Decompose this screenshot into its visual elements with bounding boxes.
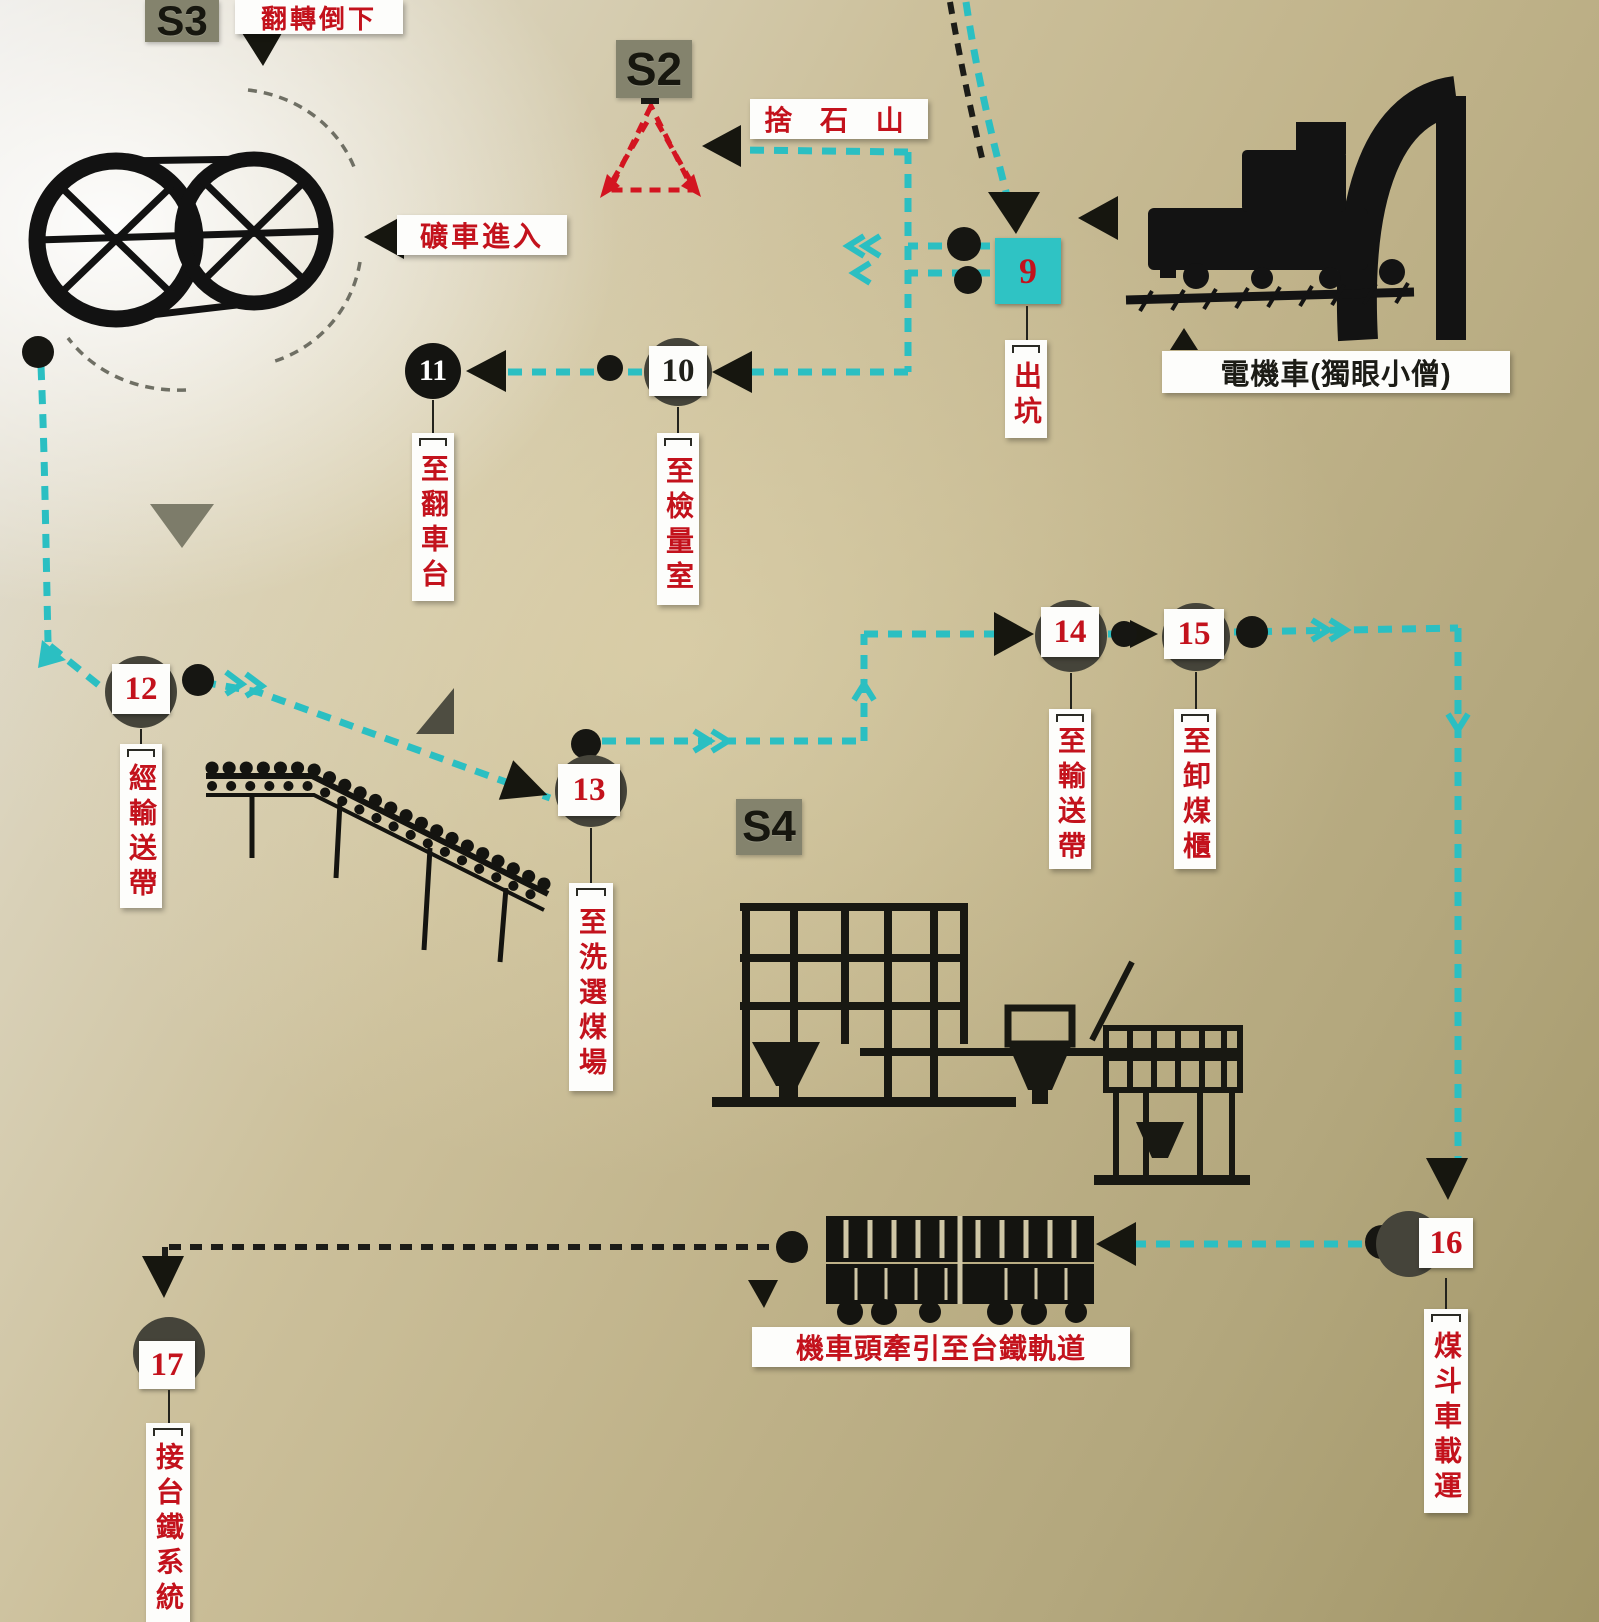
label-connector xyxy=(1195,672,1197,709)
node-11-marker: 11 xyxy=(405,343,461,399)
junction-dots xyxy=(22,227,1399,1263)
waste-rock-label: 捨 石 山 xyxy=(750,99,928,139)
node-9-label: 出坑 xyxy=(1005,340,1047,438)
node-14-marker: 14 xyxy=(1041,607,1099,657)
node-17-marker: 17 xyxy=(139,1341,195,1389)
gray-triangle-markers xyxy=(150,504,454,734)
label-connector xyxy=(677,407,679,433)
minecar-enter-label: 礦車進入 xyxy=(397,215,567,255)
coal-train-icon xyxy=(826,1216,1094,1325)
waste-rock-hill-icon xyxy=(600,92,701,198)
locomotive-tow-label: 機車頭牽引至台鐵軌道 xyxy=(752,1327,1130,1367)
section-label-s3: S3 xyxy=(145,0,219,44)
flow-arrowheads xyxy=(142,33,1468,1308)
node-10-label: 至檢量室 xyxy=(657,433,699,605)
flip-dump-label: 翻轉倒下 xyxy=(235,0,403,34)
car-tippler-wheels-icon xyxy=(28,88,362,392)
electric-locomotive-label: 電機車(獨眼小僧) xyxy=(1162,351,1510,393)
label-connector xyxy=(1070,673,1072,709)
node-9-marker: 9 xyxy=(995,238,1061,304)
section-label-s4: S4 xyxy=(736,799,802,855)
node-16-label: 煤斗車載運 xyxy=(1424,1309,1468,1513)
conveyor-belt-icon xyxy=(205,761,551,963)
label-connector xyxy=(432,400,434,433)
teal-chevron-arrows xyxy=(224,233,1471,754)
node-10-marker: 10 xyxy=(649,346,707,396)
section-label-s2: S2 xyxy=(616,40,692,98)
electric-locomotive-icon xyxy=(1125,76,1466,342)
node-17-label: 接台鐵系統 xyxy=(146,1423,190,1622)
node-15-marker: 15 xyxy=(1164,609,1224,659)
label-connector xyxy=(140,729,142,744)
node-11-label: 至翻車台 xyxy=(412,433,454,601)
label-connector xyxy=(168,1390,170,1423)
label-connector xyxy=(1445,1278,1447,1309)
node-16-marker: 16 xyxy=(1419,1218,1473,1268)
coal-washing-plant-icon xyxy=(712,903,1250,1185)
node-13-label: 至洗選煤場 xyxy=(569,883,613,1091)
node-12-marker: 12 xyxy=(112,664,170,714)
node-14-label: 至輸送帶 xyxy=(1049,709,1091,869)
teal-arrowhead xyxy=(38,640,66,668)
node-15-label: 至卸煤櫃 xyxy=(1174,709,1216,869)
node-circles xyxy=(105,338,1442,1389)
node-13-marker: 13 xyxy=(558,764,620,816)
node-12-label: 經輸送帶 xyxy=(120,744,162,908)
label-connector xyxy=(1026,306,1028,340)
label-connector xyxy=(590,828,592,883)
